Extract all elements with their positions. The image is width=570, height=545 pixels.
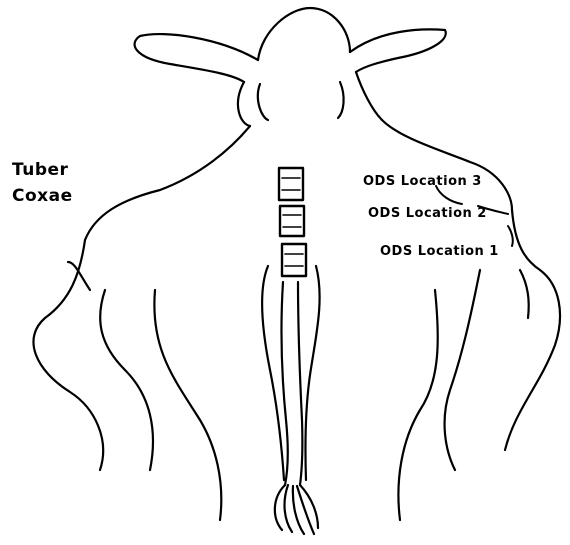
spine-block-3 <box>279 168 303 200</box>
left-ear <box>135 34 258 82</box>
left-neck-outer <box>238 82 250 126</box>
head-top <box>258 8 350 60</box>
right-neck-outer <box>356 72 382 120</box>
right-hip-outer <box>505 210 560 450</box>
right-thigh-curve-2 <box>398 290 437 520</box>
spine-block-2 <box>280 206 304 236</box>
right-neck-inner <box>338 82 344 118</box>
right-ear <box>350 29 446 72</box>
leader-line-1 <box>508 226 513 246</box>
left-neck-inner <box>258 84 268 120</box>
tail-switch-2 <box>285 485 292 532</box>
tail-right <box>298 282 302 485</box>
tailhead-left <box>262 266 284 480</box>
tailhead-right <box>305 266 319 480</box>
right-thigh-curve-1 <box>445 270 480 470</box>
left-shoulder-line <box>85 126 250 240</box>
left-hip-outer <box>33 240 103 470</box>
right-shoulder-line <box>382 120 512 210</box>
spine-block-1 <box>282 244 306 276</box>
coxae-label: Coxae <box>12 186 73 206</box>
left-thigh-curve-2 <box>154 290 221 520</box>
tuber-label: Tuber <box>12 160 68 180</box>
ods-location-1-label: ODS Location 1 <box>380 244 499 259</box>
ods-location-2-label: ODS Location 2 <box>368 206 487 221</box>
right-thigh-inner <box>520 270 529 318</box>
left-thigh-curve-1 <box>100 290 153 470</box>
ods-location-3-label: ODS Location 3 <box>363 174 482 189</box>
